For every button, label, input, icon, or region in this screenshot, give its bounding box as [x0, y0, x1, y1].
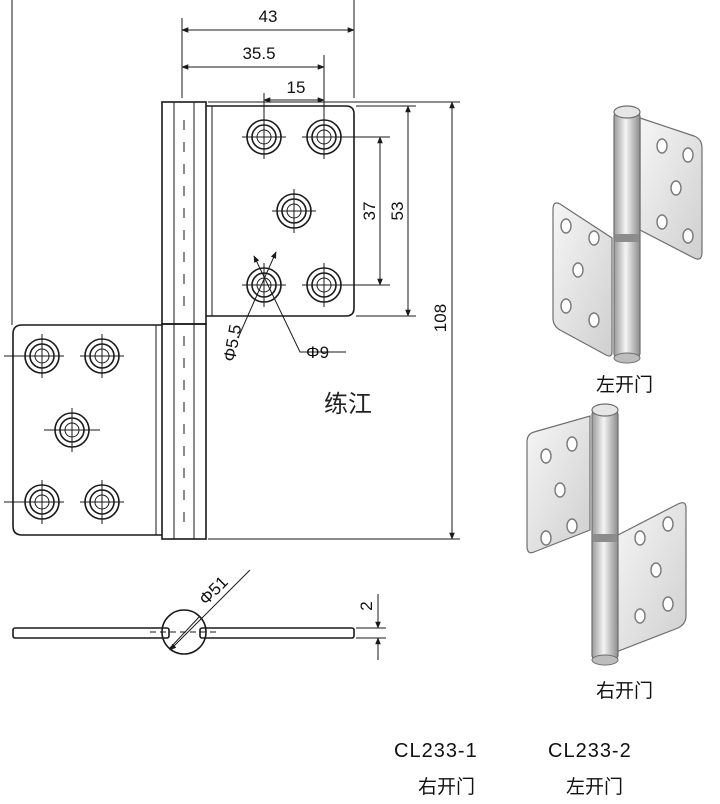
lower-leaf-plate [12, 324, 162, 536]
dim-pitch-label: 15 [287, 78, 306, 97]
dim-holes-width-label: 35.5 [242, 44, 275, 63]
watermark-text: 练江 [324, 390, 372, 418]
lower-leaf-holes [4, 334, 124, 524]
section-view [12, 609, 355, 655]
model-direction-2: 左开门 [566, 776, 624, 798]
dim-total-height-label: 108 [431, 304, 450, 332]
caption-right-opening: 右开门 [596, 680, 654, 702]
hinge-illustration-left-opening [552, 105, 703, 364]
upper-leaf-plate [206, 105, 355, 317]
dim-small-hole-label: Φ5.5 [220, 323, 245, 363]
upper-leaf-holes [242, 115, 346, 307]
leader-knuckle [169, 569, 251, 651]
model-code-2: CL233-2 [548, 740, 632, 762]
dim-total-width-label: 43 [259, 7, 278, 26]
leader-small-hole [237, 251, 277, 339]
dim-large-hole-label: Φ9 [306, 343, 329, 362]
model-code-1: CL233-1 [394, 740, 478, 762]
caption-left-opening: 左开门 [596, 374, 654, 396]
dim-leaf-height-label: 53 [388, 202, 407, 221]
dim-knuckle-label: Φ51 [195, 572, 231, 608]
leader-large-hole [253, 255, 346, 353]
lower-knuckle [161, 323, 207, 540]
hinge-illustration-right-opening [526, 403, 687, 666]
dim-vertical-holes-label: 37 [360, 202, 379, 221]
model-direction-1: 右开门 [418, 776, 476, 798]
dim-thickness-label: 2 [357, 601, 376, 610]
